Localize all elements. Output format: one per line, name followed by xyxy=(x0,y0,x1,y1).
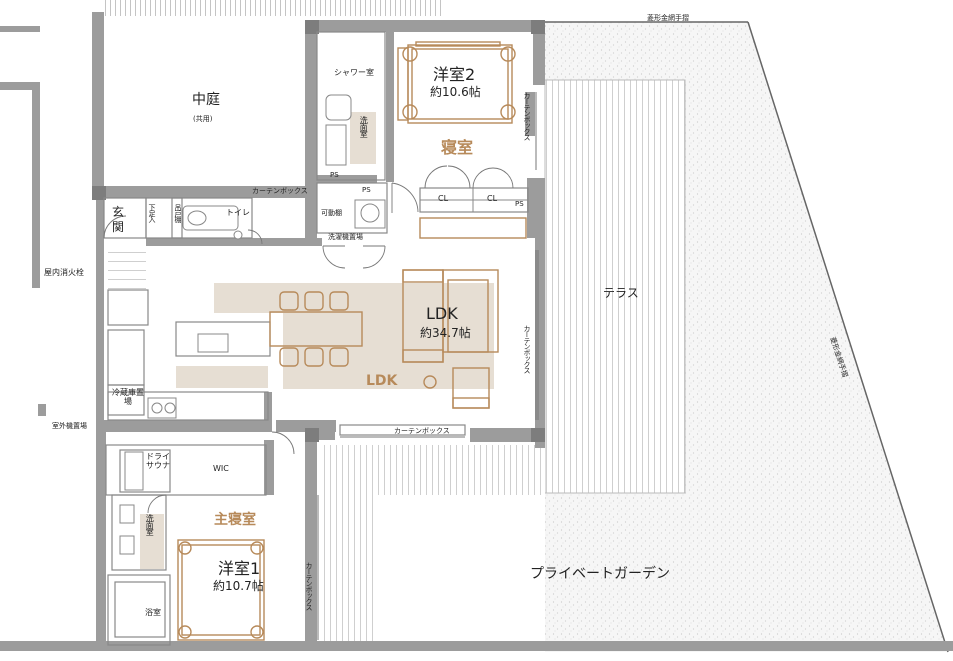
fixtures xyxy=(119,94,386,555)
closet-lines xyxy=(420,188,528,212)
courtyard-note: (共用) xyxy=(193,115,213,123)
curtain-box-master-label: カーテンボックス xyxy=(305,562,314,610)
toilet-label: トイレ xyxy=(226,208,250,217)
laundry-label: 洗濯機置場 xyxy=(328,233,363,241)
ldk-rug-sofa xyxy=(283,283,494,389)
entrance-label: 玄関 xyxy=(111,205,124,234)
curtain-box-right-lower-label: カーテンボックス xyxy=(523,325,532,373)
master-wash-rug xyxy=(140,514,164,569)
bedroom1-area: 約10.7帖 xyxy=(213,579,264,593)
kitchen-rug xyxy=(176,366,268,388)
furniture xyxy=(177,41,527,641)
curtain-box-top-label: カーテンボックス xyxy=(252,187,308,195)
shower-label: シャワー室 xyxy=(334,68,374,77)
bedroom2-name: 洋室2 xyxy=(433,65,476,84)
top-fence xyxy=(103,0,443,16)
closet-cl2: CL xyxy=(487,194,498,203)
courtyard-label: 中庭 xyxy=(192,92,220,108)
terrace-label: テラス xyxy=(603,286,639,300)
curtain-box-right-upper-label: カーテンボックス xyxy=(523,92,532,140)
entrance-stairs xyxy=(108,245,146,290)
door-arcs xyxy=(103,165,514,514)
ps-label-3: PS xyxy=(515,200,524,208)
railing-diagonal xyxy=(747,21,949,653)
curtain-box-bottom-label: カーテンボックス xyxy=(394,427,450,435)
railing-top-label: 菱形金網手摺 xyxy=(647,14,689,22)
fridge-label: 冷蔵庫置場 xyxy=(112,388,144,407)
outdoor-unit-label: 室外機置場 xyxy=(52,422,87,430)
washroom-rug xyxy=(350,112,376,164)
toilet-cabinet-label: 吊戸棚 xyxy=(174,204,183,222)
master-washroom-label: 洗面室 xyxy=(145,514,155,535)
ldk-tag: LDK xyxy=(366,373,398,389)
fire-hydrant-label: 屋内消火栓 xyxy=(44,268,84,277)
movable-shelf-label: 可動棚 xyxy=(321,209,342,217)
ldk-name: LDK xyxy=(426,304,458,323)
wall-corners xyxy=(92,20,545,442)
shoe-storage-label: 下足入 xyxy=(148,204,157,222)
bedroom1-name: 洋室1 xyxy=(218,559,261,578)
private-garden-label: プライベートガーデン xyxy=(530,566,670,582)
dry-sauna-label: ドライサウナ xyxy=(146,452,170,471)
ps-label-1: PS xyxy=(330,171,339,179)
bedroom2-tag: 寝室 xyxy=(441,138,474,157)
washroom-label: 洗面室 xyxy=(359,116,369,137)
bedroom2-area: 約10.6帖 xyxy=(430,85,481,99)
side-deck xyxy=(322,445,374,645)
terrace-deck xyxy=(544,79,686,494)
master-bedroom-tag: 主寝室 xyxy=(214,512,256,528)
bath-label: 浴室 xyxy=(145,608,161,617)
ldk-area: 約34.7帖 xyxy=(420,326,471,340)
wic-label: WIC xyxy=(213,464,229,473)
ps-label-2: PS xyxy=(362,186,371,194)
walls xyxy=(0,12,953,651)
closet-cl1: CL xyxy=(438,194,449,203)
curtain-rails xyxy=(317,92,539,640)
